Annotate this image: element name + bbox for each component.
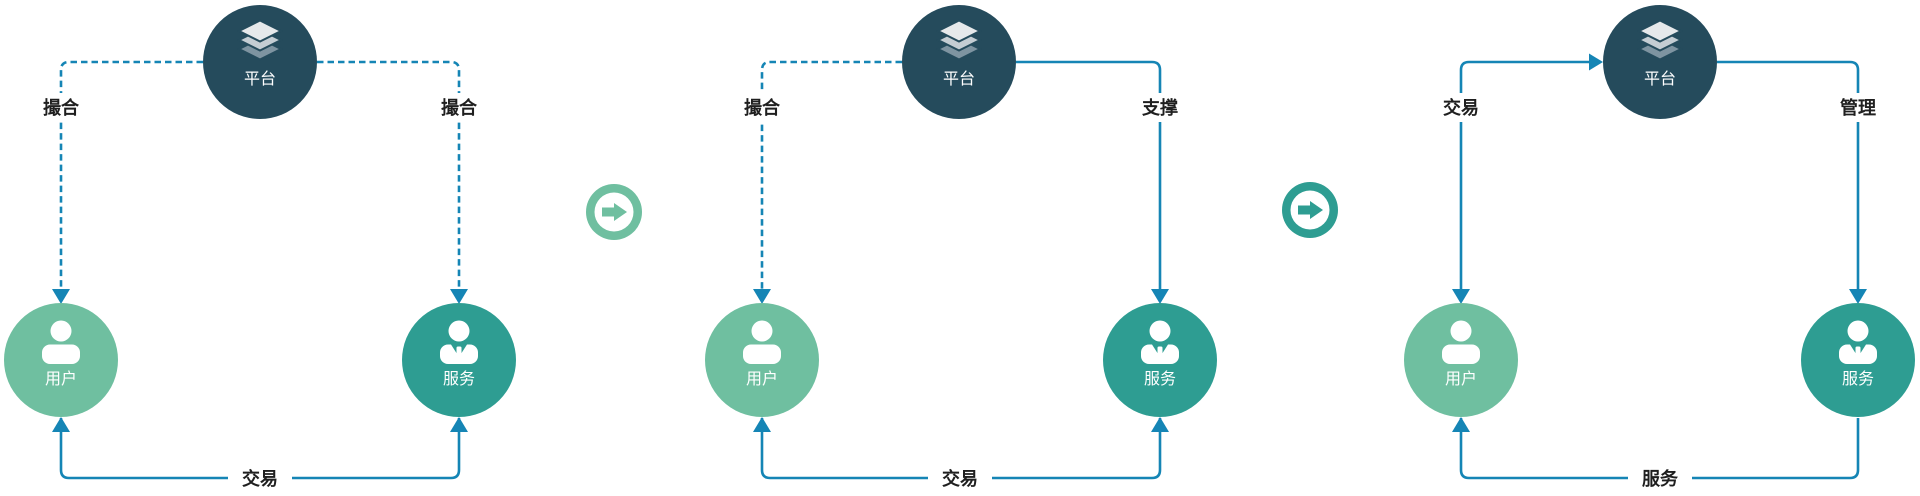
arrowhead-up-user-icon [753,417,771,432]
service-icon-head [1847,320,1869,342]
next-stage-arrow-icon [1282,182,1338,238]
layers-icon [935,19,983,61]
stage-2: 撮合 支撑 交易 平台 用户 [705,5,1217,492]
stage-1-arrowheads [52,289,468,432]
user-icon [1442,320,1480,364]
right-edge-label: 撮合 [441,97,478,118]
right-edge-line [1717,60,1860,293]
left-edge-label: 撮合 [43,97,80,118]
service-icon-tie [1157,346,1163,358]
right-edge-line [317,60,461,293]
next-stage-arrow-icon [586,184,642,240]
user-icon-body [743,344,781,364]
user-icon-head [751,320,773,342]
left-edge-line [760,60,902,293]
bottom-edge-label: 交易 [242,468,278,489]
stage-3: 交易 管理 服务 平台 用户 [1404,5,1915,492]
layers-icon [236,19,284,61]
stage-2-edge-labels: 撮合 支撑 交易 [739,93,1183,492]
layer-top [236,19,284,43]
layers-icon [1636,19,1684,61]
bottom-edge-label: 服务 [1642,468,1679,489]
stage-3-arrowheads [1452,53,1867,432]
platform-node: 平台 [1603,5,1717,119]
right-edge-line [1016,60,1162,293]
arrowhead-up-user-icon [1452,417,1470,432]
label-bg [739,93,785,122]
platform-circle [902,5,1016,119]
user-node: 用户 [1404,303,1518,417]
service-icon-head [1149,320,1171,342]
user-icon [42,320,80,364]
arrowhead-down-user-icon [753,289,771,304]
service-node: 服务 [402,303,516,417]
label-bg [38,93,84,122]
arrow-icon-glyph [1298,201,1323,219]
user-icon-body [42,344,80,364]
service-node: 服务 [1801,303,1915,417]
arrow-icon-glyph [602,203,627,221]
user-label: 用户 [45,370,77,388]
service-person-icon [440,320,478,364]
stage-3-edge-labels: 交易 管理 服务 [1438,93,1881,492]
arrowhead-down-service-icon [1151,289,1169,304]
arrowhead-down-user-icon [52,289,70,304]
label-bg [1137,93,1183,122]
stage-2-arrowheads [753,289,1169,432]
arrowhead-up-user-icon [52,417,70,432]
platform-label: 平台 [943,70,975,88]
user-icon-head [50,320,72,342]
platform-circle [1603,5,1717,119]
right-edge-label: 支撑 [1141,97,1178,118]
stage-1-edges [59,60,461,480]
label-bg [928,464,992,492]
layer-top [1636,19,1684,43]
service-label: 服务 [1144,370,1176,388]
left-edge-line [59,60,203,293]
service-icon-head [448,320,470,342]
user-icon-head [1450,320,1472,342]
platform-node: 平台 [902,5,1016,119]
arrowhead-right-platform-icon [1589,53,1603,71]
platform-label: 平台 [244,70,276,88]
layer-top [935,19,983,43]
left-edge-label: 撮合 [744,97,781,118]
user-label: 用户 [746,370,778,388]
platform-circle [203,5,317,119]
service-node: 服务 [1103,303,1217,417]
bottom-edge-label: 交易 [942,468,978,489]
arrowhead-up-service-icon [450,417,468,432]
stage-2-edges [760,60,1162,480]
label-bg [1438,93,1484,122]
service-label: 服务 [443,370,475,388]
user-icon-body [1442,344,1480,364]
stage-1: 撮合 撮合 交易 平台 用户 [4,5,516,492]
user-node: 用户 [705,303,819,417]
user-label: 用户 [1445,370,1477,388]
service-icon-tie [456,346,462,358]
arrowhead-down-service-icon [450,289,468,304]
user-icon [743,320,781,364]
left-edge-label: 交易 [1443,97,1479,118]
service-person-icon [1839,320,1877,364]
service-label: 服务 [1842,370,1874,388]
stage-1-edge-labels: 撮合 撮合 交易 [38,93,482,492]
platform-label: 平台 [1644,70,1676,88]
label-bg [1835,93,1881,122]
service-person-icon [1141,320,1179,364]
service-icon-tie [1855,346,1861,358]
label-bg [1628,464,1692,492]
label-bg [436,93,482,122]
user-node: 用户 [4,303,118,417]
arrowhead-down-user-icon [1452,289,1470,304]
platform-node: 平台 [203,5,317,119]
label-bg [228,464,292,492]
arrowhead-up-service-icon [1151,417,1169,432]
left-edge-line [1459,60,1589,293]
stage-3-edges [1459,60,1860,480]
right-edge-label: 管理 [1840,97,1876,118]
arrowhead-down-service-icon [1849,289,1867,304]
